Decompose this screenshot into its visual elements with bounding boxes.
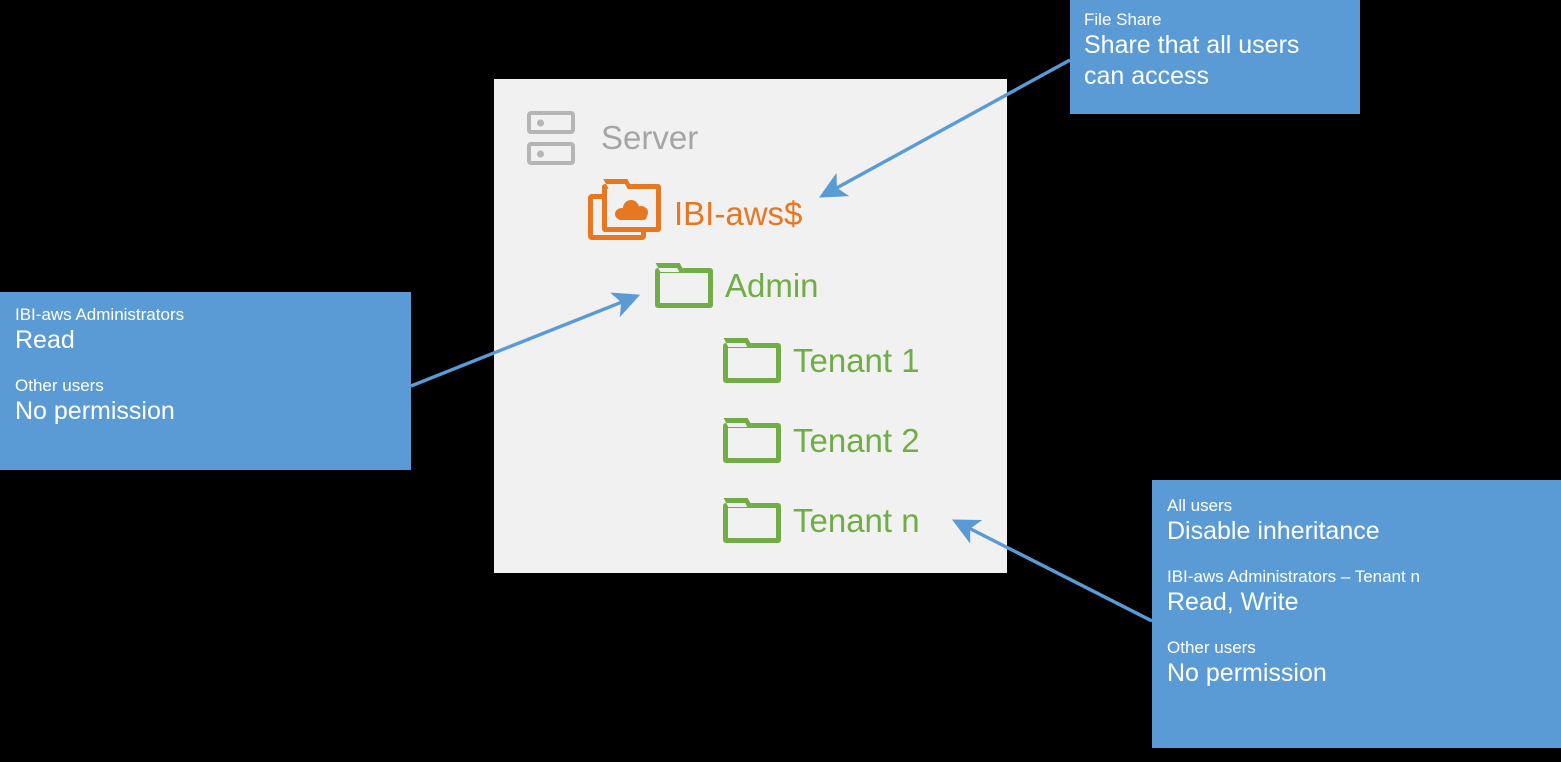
folder-icon	[655, 263, 713, 308]
callout-tenant-group-2-heading: IBI-aws Administrators – Tenant n	[1167, 567, 1420, 587]
folder-icon	[723, 418, 781, 463]
callout-tenant-permissions[interactable]: All users Disable inheritance IBI-aws Ad…	[1152, 480, 1561, 748]
callout-admin-permissions[interactable]: IBI-aws Administrators Read Other users …	[0, 292, 411, 470]
tree-node-tenant-2[interactable]: Tenant 2	[723, 418, 920, 463]
callout-tenant-group-1-heading: All users	[1167, 496, 1233, 515]
callout-admin-spacer	[15, 356, 411, 375]
callout-admin-group-2-value: No permission	[15, 397, 175, 426]
callout-admin-group-1-value: Read	[15, 326, 75, 355]
tree-node-admin-label: Admin	[725, 267, 819, 304]
server-icon	[525, 106, 582, 168]
callout-tenant-spacer-2	[1167, 618, 1561, 637]
tree-node-tenant-2-label: Tenant 2	[793, 422, 920, 459]
callout-tenant-group-2-value: Read, Write	[1167, 588, 1299, 617]
server-panel: Server IBI-aws$ Admin	[494, 79, 1007, 573]
callout-file-share[interactable]: File Share Share that all users can acce…	[1070, 0, 1360, 114]
callout-admin-group-2-heading: Other users	[15, 376, 104, 396]
server-bar-top	[527, 111, 575, 134]
cloud-icon	[615, 200, 649, 220]
cloud-folder-front	[602, 179, 661, 232]
cloud-folder-icon	[588, 179, 662, 242]
tree-node-tenant-1-label: Tenant 1	[793, 342, 920, 379]
cloud-folder-tab	[603, 179, 633, 189]
tree-node-server-label: Server	[601, 118, 699, 156]
callout-file-share-detail-line-2: can access	[1084, 61, 1210, 90]
tree-node-tenant-n[interactable]: Tenant n	[723, 498, 920, 543]
server-bar-bottom	[527, 142, 575, 165]
tree-node-server[interactable]: Server	[525, 106, 698, 168]
callout-file-share-detail-line-1: Share that all users	[1084, 31, 1300, 60]
tree-node-tenant-n-label: Tenant n	[793, 502, 920, 539]
folder-icon	[723, 338, 781, 383]
callout-tenant-group-3-value: No permission	[1167, 659, 1327, 688]
tree-node-tenant-1[interactable]: Tenant 1	[723, 338, 920, 383]
callout-tenant-spacer-1	[1167, 547, 1561, 566]
callout-file-share-heading: File Share	[1084, 10, 1162, 29]
callout-tenant-group-1-value: Disable inheritance	[1167, 517, 1380, 546]
folder-icon	[723, 498, 781, 543]
callout-admin-group-1-heading: IBI-aws Administrators	[15, 305, 185, 324]
callout-tenant-group-3-heading: Other users	[1167, 638, 1256, 658]
tree-node-share[interactable]: IBI-aws$	[588, 179, 803, 242]
tree-node-share-label: IBI-aws$	[674, 194, 803, 232]
tree-node-admin[interactable]: Admin	[655, 263, 819, 308]
